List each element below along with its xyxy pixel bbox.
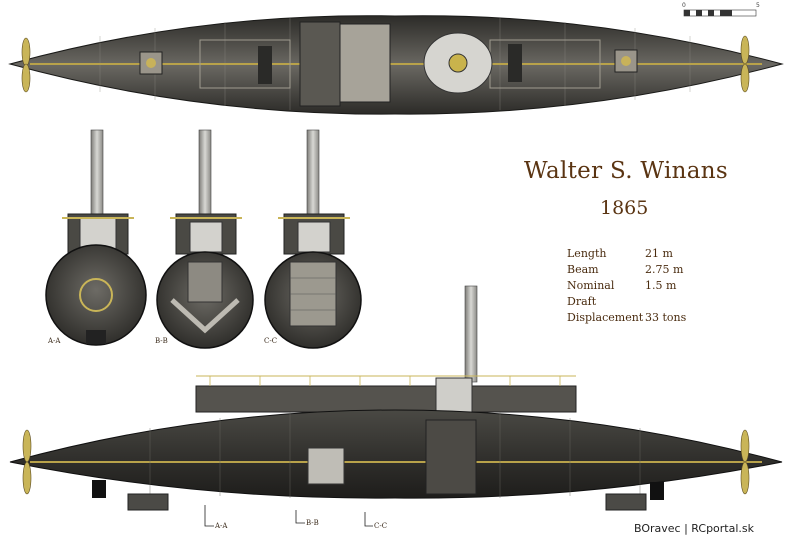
spec-value: 2.75 m: [645, 263, 684, 276]
section-label-b-b: B-B: [155, 337, 168, 345]
spec-label: Nominal Draft: [567, 279, 615, 308]
spec-label: Displacement: [567, 311, 644, 324]
section-label-a-a: A-A: [48, 337, 61, 345]
vessel-title: Walter S. Winans: [524, 158, 728, 184]
section-a-a: [45, 129, 147, 346]
scale-start-label: 0: [682, 2, 686, 9]
section-label-c-c: C-C: [264, 337, 278, 345]
scale-end-label: 5: [756, 2, 760, 9]
spec-row-length: Length 21 m: [567, 246, 686, 262]
section-c-c: [264, 129, 362, 349]
scale-bar: [683, 9, 757, 17]
section-b-b: [156, 129, 254, 349]
spec-row-beam: Beam 2.75 m: [567, 262, 686, 278]
side-elevation: [9, 285, 783, 527]
spec-value: 21 m: [645, 247, 673, 260]
spec-row-draft: Nominal Draft 1.5 m: [567, 278, 686, 310]
marker-b-b: B-B: [306, 519, 319, 527]
plan-view-top: [8, 15, 784, 115]
vessel-year: 1865: [600, 197, 649, 219]
marker-a-a: A-A: [215, 522, 228, 530]
spec-value: 33 tons: [645, 311, 687, 324]
spec-label: Length: [567, 247, 607, 260]
credit-text: BOravec | RCportal.sk: [634, 522, 755, 535]
spec-value: 1.5 m: [645, 279, 677, 292]
marker-c-c: C-C: [374, 522, 388, 530]
spec-table: Length 21 m Beam 2.75 m Nominal Draft 1.…: [567, 246, 686, 326]
spec-row-displacement: Displacement 33 tons: [567, 310, 686, 326]
spec-label: Beam: [567, 263, 599, 276]
